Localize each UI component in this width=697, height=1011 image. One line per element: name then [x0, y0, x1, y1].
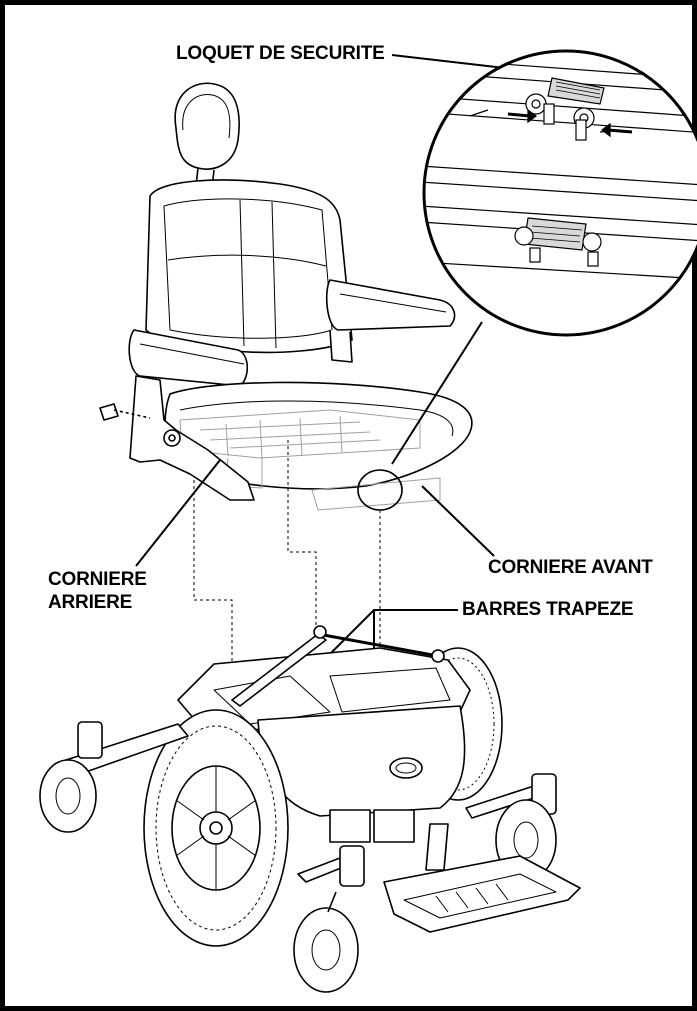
latch-closed [514, 217, 602, 267]
seat-knob [99, 403, 119, 421]
label-rear-angle-line2: ARRIERE [48, 592, 133, 613]
label-rear-angle-line1: CORNIERE [48, 569, 147, 590]
chassis-shroud [257, 705, 466, 817]
latch-zoom-circle [422, 49, 697, 337]
footplate [383, 855, 581, 933]
trapeze-bar-rear [231, 633, 327, 707]
caster-post-rear-left [77, 721, 103, 759]
label-front-angle: CORNIERE AVANT [488, 557, 653, 578]
seat-bracket-left [129, 375, 255, 501]
alignment-dashed-lines [193, 440, 381, 702]
footplate-bracket [425, 823, 449, 871]
backrest [145, 179, 353, 354]
trapeze-bar-front [317, 632, 439, 658]
latch-open [525, 77, 605, 141]
headrest [174, 82, 240, 170]
label-trapeze-bars: BARRES TRAPEZE [462, 599, 634, 620]
caster-post-front-left [339, 845, 365, 887]
seat-assembly [99, 82, 473, 511]
caster-wheel-front-left [293, 907, 359, 993]
label-security-latch: LOQUET DE SECURITE [176, 43, 385, 64]
caster-wheel-rear-left [39, 759, 97, 833]
label-rear-angle: CORNIERE ARRIERE [48, 568, 147, 614]
power-base [39, 625, 581, 993]
armrest-right [325, 279, 456, 331]
